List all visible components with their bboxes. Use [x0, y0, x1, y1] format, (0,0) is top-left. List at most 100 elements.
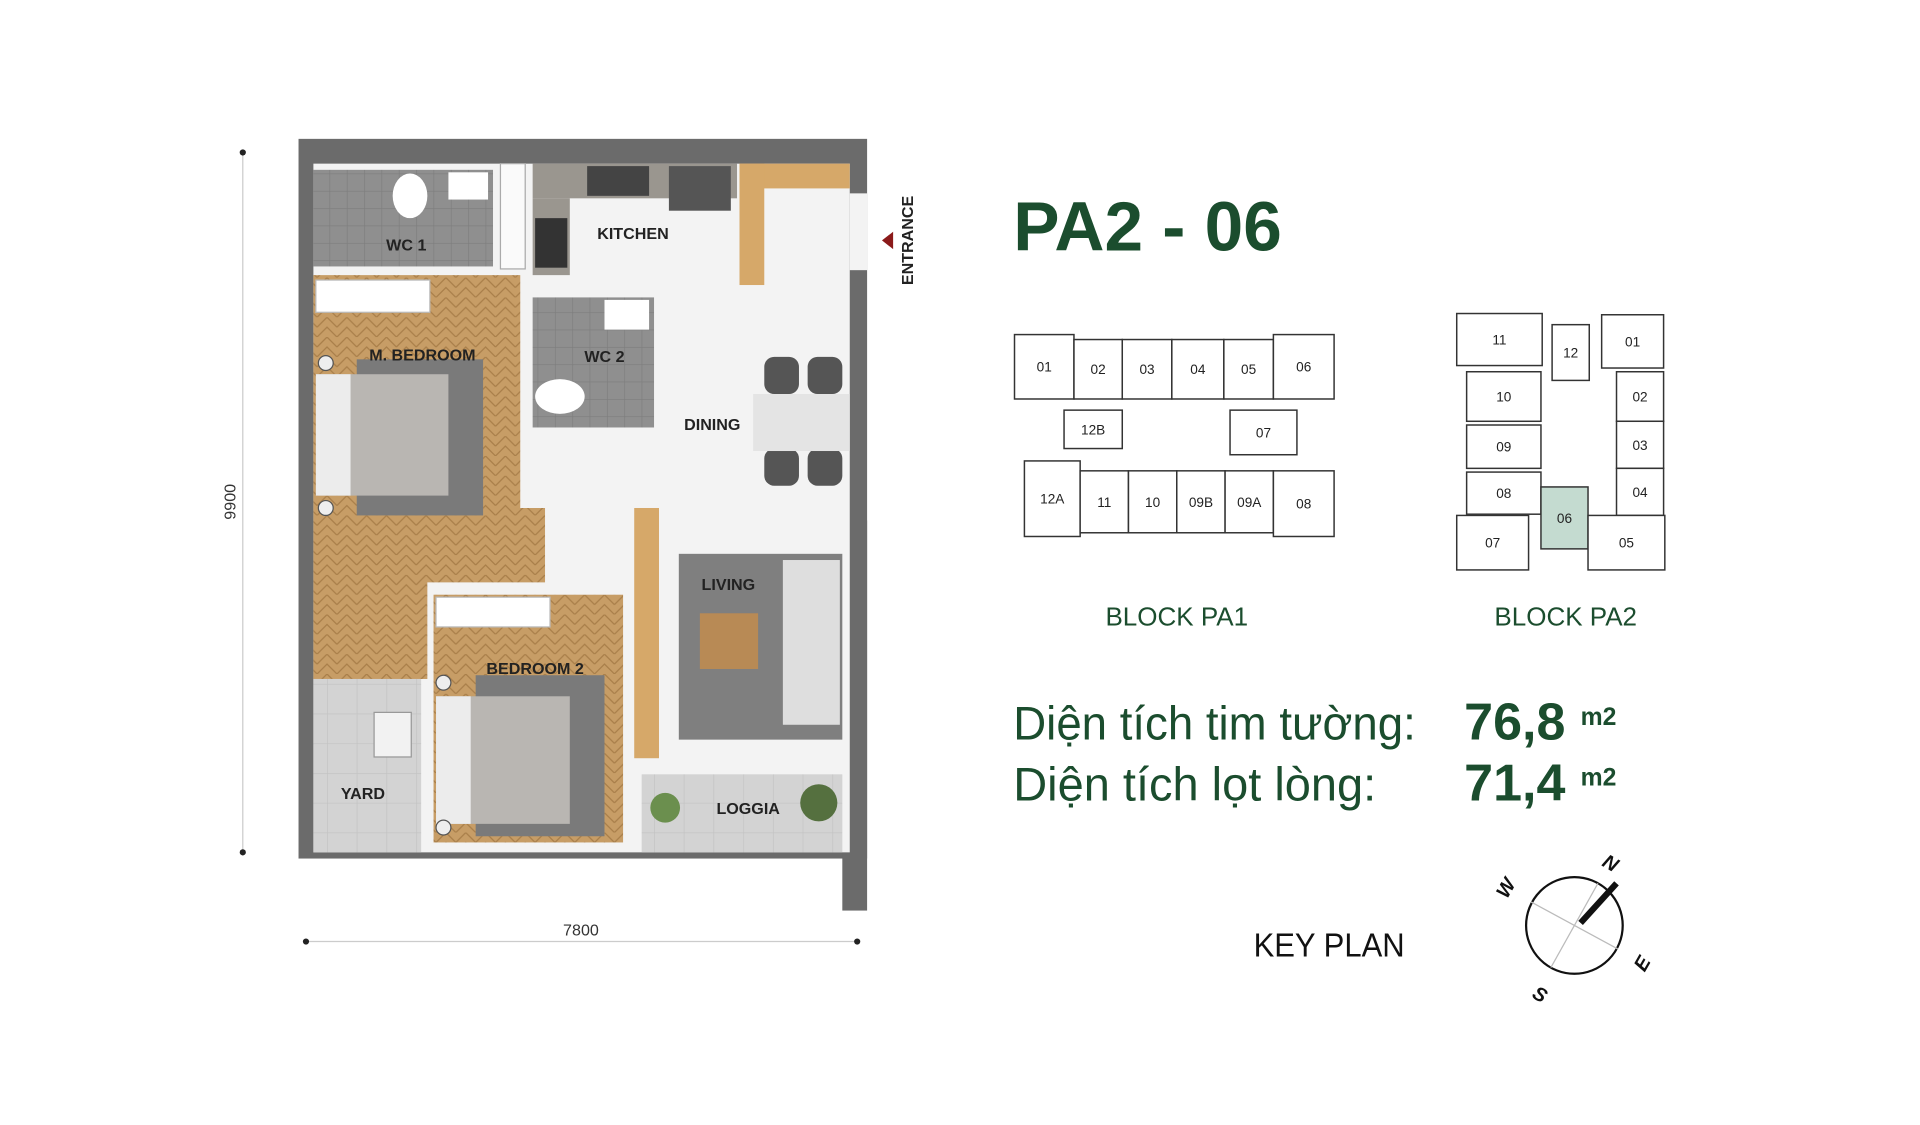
room-label-wc2: WC 2 — [584, 348, 624, 366]
block-pa1-plan: 01 02 03 04 05 06 12B 07 12A 11 10 09B 09A 08 — [1013, 333, 1335, 538]
unit-11: 11 — [1455, 312, 1543, 367]
closet — [499, 163, 526, 270]
room-label-bedroom2: BEDROOM 2 — [486, 660, 584, 678]
unit-09B: 09B — [1176, 470, 1226, 534]
dimension-width: 7800 — [563, 921, 599, 939]
coffee-table — [699, 613, 759, 670]
compass-w: W — [1492, 873, 1522, 902]
unit-06: 06 — [1540, 486, 1589, 550]
toilet-icon — [535, 379, 585, 414]
svg-text:04: 04 — [1190, 362, 1206, 377]
unit-06: 06 — [1272, 333, 1335, 400]
unit-10: 10 — [1465, 370, 1542, 423]
unit-02: 02 — [1073, 338, 1124, 400]
entrance-label: ENTRANCE — [899, 195, 917, 285]
sink-icon — [604, 299, 650, 330]
yard-room — [313, 678, 422, 853]
svg-text:03: 03 — [1139, 362, 1154, 377]
unit-01: 01 — [1600, 314, 1665, 369]
key-plan-label: KEY PLAN — [1254, 927, 1405, 964]
svg-text:03: 03 — [1632, 438, 1647, 453]
unit-12: 12 — [1551, 323, 1591, 382]
svg-text:10: 10 — [1496, 389, 1512, 404]
entrance-arrow-icon — [881, 231, 894, 250]
fridge-icon — [668, 166, 731, 211]
svg-text:09: 09 — [1496, 440, 1511, 455]
tv-cabinet — [634, 507, 659, 759]
svg-text:04: 04 — [1632, 485, 1648, 500]
dimension-height: 9900 — [221, 484, 239, 520]
compass-icon: N E S W — [1492, 851, 1656, 1008]
unit-11: 11 — [1079, 470, 1130, 534]
svg-text:07: 07 — [1256, 425, 1271, 440]
floor-plan: WC 1 KITCHEN M. BEDROOM WC 2 DINING LIVI… — [221, 138, 917, 945]
unit-12B: 12B — [1063, 409, 1124, 450]
unit-02: 02 — [1615, 370, 1665, 423]
svg-text:11: 11 — [1097, 495, 1111, 510]
entry-cabinet-side — [739, 163, 765, 286]
unit-09: 09 — [1465, 424, 1542, 470]
svg-text:10: 10 — [1145, 495, 1161, 510]
svg-text:02: 02 — [1632, 389, 1647, 404]
room-label-yard: YARD — [341, 785, 385, 803]
washing-machine-icon — [373, 711, 412, 758]
compass-n: N — [1599, 851, 1623, 878]
svg-text:09A: 09A — [1237, 495, 1262, 510]
dining-table — [753, 394, 850, 452]
net-area-value: 71,4 — [1464, 754, 1565, 812]
unit-07: 07 — [1229, 409, 1298, 456]
chair-icon — [764, 356, 799, 395]
unit-08: 08 — [1465, 471, 1542, 515]
net-area-label: Diện tích lọt lòng: — [1013, 757, 1376, 810]
entrance-door — [849, 193, 868, 271]
unit-05: 05 — [1223, 338, 1275, 400]
block-pa2-label: BLOCK PA2 — [1494, 602, 1637, 632]
svg-text:06: 06 — [1557, 511, 1572, 526]
unit-09A: 09A — [1224, 470, 1275, 534]
svg-text:01: 01 — [1625, 334, 1640, 349]
room-label-kitchen: KITCHEN — [597, 225, 669, 243]
svg-text:08: 08 — [1296, 497, 1311, 512]
gross-area-label: Diện tích tim tường: — [1013, 697, 1416, 750]
compass-e: E — [1630, 952, 1656, 975]
svg-text:09B: 09B — [1189, 495, 1213, 510]
unit-04: 04 — [1615, 467, 1665, 517]
unit-07: 07 — [1455, 514, 1530, 571]
svg-text:05: 05 — [1241, 362, 1256, 377]
svg-text:02: 02 — [1091, 362, 1106, 377]
sink-icon — [448, 172, 489, 200]
svg-text:06: 06 — [1296, 360, 1311, 375]
compass-s: S — [1528, 982, 1550, 1008]
unit-01: 01 — [1013, 333, 1075, 400]
svg-text:05: 05 — [1619, 536, 1634, 551]
unit-05: 05 — [1587, 514, 1666, 571]
svg-text:11: 11 — [1492, 332, 1506, 347]
unit-03: 03 — [1121, 338, 1173, 400]
net-area-unit: m2 — [1581, 764, 1617, 791]
unit-04: 04 — [1171, 338, 1225, 400]
chair-icon — [764, 448, 799, 486]
unit-03: 03 — [1615, 420, 1665, 470]
svg-text:12: 12 — [1563, 345, 1578, 360]
room-label-m-bedroom: M. BEDROOM — [369, 347, 475, 365]
svg-text:08: 08 — [1496, 486, 1511, 501]
room-label-dining: DINING — [684, 416, 740, 434]
svg-text:07: 07 — [1485, 536, 1500, 551]
chair-icon — [807, 356, 843, 395]
svg-text:12A: 12A — [1040, 492, 1065, 507]
unit-08: 08 — [1272, 470, 1335, 538]
toilet-icon — [392, 173, 428, 219]
plant-icon — [800, 784, 838, 822]
room-label-loggia: LOGGIA — [716, 800, 780, 818]
chair-icon — [807, 448, 843, 486]
gross-area-value: 76,8 — [1464, 694, 1565, 752]
block-pa1-label: BLOCK PA1 — [1105, 602, 1248, 632]
room-label-living: LIVING — [702, 576, 756, 594]
block-pa2-plan: 11 12 01 10 02 09 03 08 04 07 06 05 — [1455, 312, 1666, 571]
unit-12A: 12A — [1023, 460, 1081, 538]
page-title: PA2 - 06 — [1013, 187, 1282, 265]
gross-area-unit: m2 — [1581, 704, 1617, 731]
room-label-wc1: WC 1 — [386, 236, 426, 254]
wardrobe — [435, 596, 551, 628]
